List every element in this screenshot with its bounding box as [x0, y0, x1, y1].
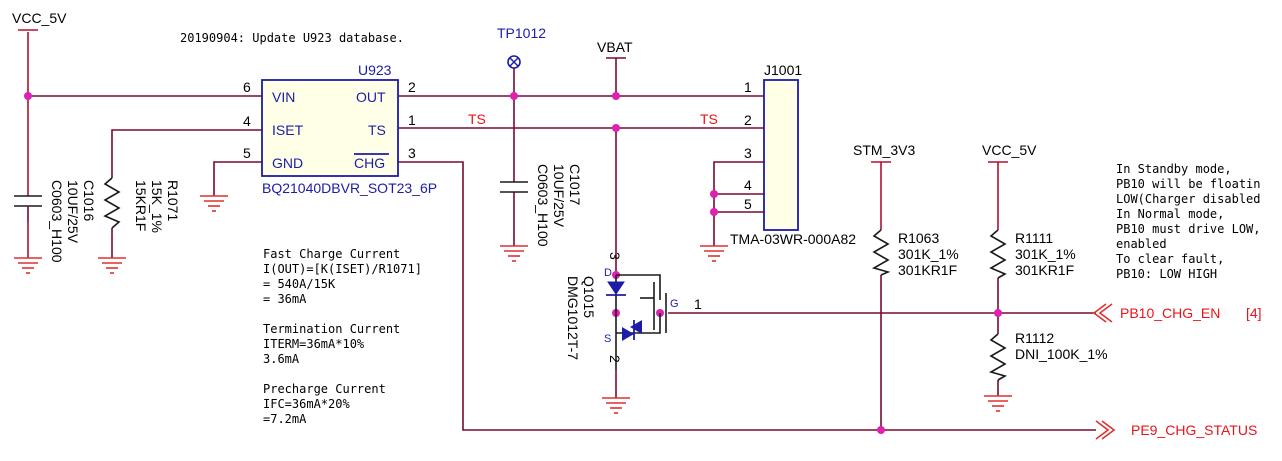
- svg-text:R1063: R1063: [898, 230, 939, 246]
- svg-text:R1112: R1112: [1015, 330, 1054, 346]
- svg-text:U923: U923: [358, 62, 392, 78]
- j1001-connector: J1001 TMA-03WR-000A82 1 2 3 4 5: [730, 62, 856, 247]
- junction-dots: [24, 92, 1002, 434]
- svg-text:1: 1: [408, 112, 416, 128]
- svg-text:TMA-03WR-000A82: TMA-03WR-000A82: [730, 231, 856, 247]
- svg-text:IFC=36mA*20%: IFC=36mA*20%: [263, 397, 350, 411]
- svg-text:PB10: LOW HIGH: PB10: LOW HIGH: [1116, 267, 1217, 281]
- svg-text:15K_1%: 15K_1%: [149, 180, 165, 233]
- svg-text:3: 3: [744, 145, 752, 161]
- net-label-ts: TS: [468, 111, 486, 127]
- svg-text:= 540A/15K: = 540A/15K: [263, 277, 336, 291]
- svg-text:PB10 will be floatin: PB10 will be floatin: [1116, 177, 1261, 191]
- svg-text:5: 5: [243, 145, 251, 161]
- svg-text:DMG1012T-7: DMG1012T-7: [565, 276, 581, 360]
- svg-text:R1111: R1111: [1015, 230, 1053, 246]
- ground-symbols: [14, 195, 1012, 414]
- svg-text:PB10_CHG_EN: PB10_CHG_EN: [1120, 305, 1220, 321]
- svg-text:Q1015: Q1015: [581, 276, 597, 318]
- svg-text:R1071: R1071: [165, 180, 181, 221]
- svg-text:=7.2mA: =7.2mA: [263, 412, 307, 426]
- svg-text:VCC_5V: VCC_5V: [982, 142, 1037, 158]
- svg-text:PE9_CHG_STATUS: PE9_CHG_STATUS: [1131, 422, 1257, 438]
- svg-text:2: 2: [744, 112, 752, 128]
- svg-text:In Standby mode,: In Standby mode,: [1116, 162, 1232, 176]
- svg-text:enabled: enabled: [1116, 237, 1167, 251]
- svg-text:4: 4: [744, 177, 752, 193]
- svg-text:3.6mA: 3.6mA: [263, 352, 300, 366]
- svg-text:1: 1: [694, 296, 702, 312]
- svg-text:TS: TS: [368, 122, 386, 138]
- svg-text:TP1012: TP1012: [497, 25, 546, 41]
- svg-text:ISET: ISET: [272, 122, 304, 138]
- svg-text:= 36mA: = 36mA: [263, 292, 307, 306]
- svg-text:301K_1%: 301K_1%: [898, 246, 959, 262]
- svg-text:301KR1F: 301KR1F: [1015, 262, 1074, 278]
- svg-text:BQ21040DBVR_SOT23_6P: BQ21040DBVR_SOT23_6P: [262, 180, 437, 196]
- svg-text:C0603_H100: C0603_H100: [49, 180, 65, 263]
- svg-text:OUT: OUT: [356, 89, 386, 105]
- r1063-resistor: R1063 301K_1% 301KR1F: [871, 229, 959, 278]
- svg-text:ITERM=36mA*10%: ITERM=36mA*10%: [263, 337, 365, 351]
- update-note: 20190904: Update U923 database.: [180, 31, 404, 45]
- svg-text:5: 5: [744, 196, 752, 212]
- svg-text:Termination Current: Termination Current: [263, 322, 400, 336]
- svg-text:10UF/25V: 10UF/25V: [551, 164, 567, 228]
- standby-mode-notes: In Standby mode, PB10 will be floatin LO…: [1116, 162, 1261, 281]
- c1017-capacitor: C1017 10UF/25V C0603_H100: [500, 164, 583, 247]
- svg-text:15KR1F: 15KR1F: [133, 180, 149, 231]
- svg-text:LOW(Charger disabled: LOW(Charger disabled: [1116, 192, 1261, 206]
- svg-text:C1017: C1017: [567, 164, 583, 205]
- port-pe9-chg-status: PE9_CHG_STATUS: [1095, 420, 1257, 440]
- svg-text:G: G: [670, 298, 679, 310]
- svg-text:10UF/25V: 10UF/25V: [65, 180, 81, 244]
- svg-text:D: D: [604, 267, 612, 279]
- svg-text:3: 3: [408, 145, 416, 161]
- svg-text:PB10 must drive LOW,: PB10 must drive LOW,: [1116, 222, 1261, 236]
- svg-text:2: 2: [607, 355, 623, 363]
- r1112-resistor: R1112 DNI_100K_1%: [988, 330, 1108, 381]
- svg-text:C1016: C1016: [81, 180, 97, 221]
- svg-text:S: S: [604, 333, 611, 345]
- svg-text:6: 6: [243, 79, 251, 95]
- svg-text:GND: GND: [272, 155, 303, 171]
- svg-text:1: 1: [744, 79, 752, 95]
- svg-text:301K_1%: 301K_1%: [1015, 246, 1076, 262]
- svg-text:STM_3V3: STM_3V3: [853, 142, 915, 158]
- power-vcc5v-right: VCC_5V: [982, 142, 1037, 163]
- q1015-mosfet: D S G 3 2 1 Q1015 DMG1012T-7: [565, 252, 702, 370]
- port-pb10-chg-en: PB10_CHG_EN [4]: [1092, 303, 1262, 323]
- power-vcc5v-left: VCC_5V: [12, 10, 67, 31]
- wires: [27, 32, 1096, 431]
- svg-text:3: 3: [607, 252, 623, 260]
- svg-text:VBAT: VBAT: [597, 39, 633, 55]
- svg-text:DNI_100K_1%: DNI_100K_1%: [1015, 346, 1108, 362]
- svg-text:VCC_5V: VCC_5V: [12, 10, 67, 26]
- r1071-resistor: R1071 15K_1% 15KR1F: [103, 177, 181, 233]
- svg-text:C0603_H100: C0603_H100: [535, 164, 551, 247]
- power-stm3v3: STM_3V3: [853, 142, 915, 163]
- svg-text:2: 2: [408, 79, 416, 95]
- svg-text:CHG: CHG: [354, 155, 385, 171]
- svg-text:In Normal mode,: In Normal mode,: [1116, 207, 1224, 221]
- svg-text:301KR1F: 301KR1F: [898, 262, 957, 278]
- svg-text:To clear fault,: To clear fault,: [1116, 252, 1224, 266]
- svg-text:I(OUT)=[K(ISET)/R1071]: I(OUT)=[K(ISET)/R1071]: [263, 262, 422, 276]
- svg-text:[4]: [4]: [1246, 305, 1262, 321]
- svg-text:4: 4: [243, 113, 251, 129]
- svg-text:J1001: J1001: [764, 62, 802, 78]
- svg-text:Precharge Current: Precharge Current: [263, 382, 386, 396]
- c1016-capacitor: C1016 10UF/25V C0603_H100: [14, 180, 97, 263]
- power-vbat: VBAT: [597, 39, 633, 59]
- charge-calc-notes: Fast Charge Current I(OUT)=[K(ISET)/R107…: [263, 247, 422, 426]
- net-label-ts-2: TS: [700, 111, 718, 127]
- tp1012-test-point: TP1012: [497, 25, 546, 69]
- svg-text:Fast Charge Current: Fast Charge Current: [263, 247, 400, 261]
- r1111-resistor: R1111 301K_1% 301KR1F: [989, 229, 1076, 279]
- u923-charger-ic: U923 BQ21040DBVR_SOT23_6P VIN ISET GND O…: [243, 62, 437, 196]
- svg-text:VIN: VIN: [272, 89, 295, 105]
